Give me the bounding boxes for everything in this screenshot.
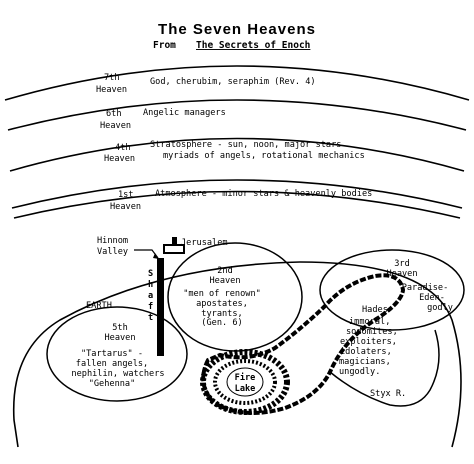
heaven-5-word: Heaven bbox=[104, 333, 135, 343]
hades-line-4: idolaters, bbox=[340, 347, 392, 357]
arc-6th-heaven bbox=[7, 99, 467, 131]
heaven-3-desc-1: Paradise- bbox=[402, 283, 449, 293]
fire-lake-label-1: Fire bbox=[235, 372, 256, 383]
hades-line-3: exploiters, bbox=[340, 337, 397, 347]
hinnom-label-1: Hinnom bbox=[97, 236, 128, 246]
shaft-letter-2: h bbox=[148, 280, 153, 290]
heaven-4-desc-1: Stratosphere - sun, noon, major stars bbox=[150, 140, 341, 150]
jerusalem-label: Jerusalem bbox=[181, 238, 228, 248]
hinnom-arrow-head bbox=[153, 253, 159, 259]
shaft-letter-4: f bbox=[148, 302, 153, 312]
hades-title: Hades bbox=[362, 305, 388, 315]
hades-boundary bbox=[201, 273, 406, 415]
heaven-1-number: 1st bbox=[118, 190, 134, 200]
heaven-4-desc-2: myriads of angels, rotational mechanics bbox=[163, 151, 365, 161]
heaven-7-word: Heaven bbox=[96, 85, 127, 95]
heaven-6-desc: Angelic managers bbox=[143, 108, 226, 118]
jerusalem-building bbox=[163, 244, 185, 254]
hades-line-2: sodomites, bbox=[346, 327, 398, 337]
fire-lake-label-2: Lake bbox=[235, 384, 256, 394]
heaven-1-word: Heaven bbox=[110, 202, 141, 212]
heaven-2-desc-3: tyrants, bbox=[201, 309, 242, 319]
heaven-1-desc: Atmosphere - minor stars & heavenly bodi… bbox=[155, 189, 372, 199]
heaven-7-desc: God, cherubim, seraphim (Rev. 4) bbox=[150, 77, 316, 87]
arc-7th-heaven bbox=[4, 65, 470, 101]
heaven-2-desc-4: (Gen. 6) bbox=[201, 318, 242, 328]
subtitle-source: The Secrets of Enoch bbox=[196, 40, 310, 51]
heaven-4-word: Heaven bbox=[104, 154, 135, 164]
hades-line-1: immoral, bbox=[349, 317, 390, 327]
hades-line-6: ungodly. bbox=[339, 367, 380, 377]
styx-river-label: Styx R. bbox=[370, 389, 406, 399]
subtitle-prefix: From bbox=[153, 40, 176, 51]
arc-1st-heaven-lower bbox=[13, 190, 461, 219]
heaven-2-desc-2: apostates, bbox=[196, 299, 248, 309]
heaven-5-number: 5th bbox=[112, 323, 128, 333]
heaven-7-number: 7th bbox=[104, 73, 120, 83]
earth-label: EARTH bbox=[86, 301, 112, 311]
arc-4th-heaven bbox=[9, 137, 465, 172]
hades-line-5: magicians, bbox=[339, 357, 391, 367]
heaven-3-desc-3: godly bbox=[427, 303, 453, 313]
heaven-5-desc-1: "Tartarus" - bbox=[81, 349, 143, 359]
shaft-bar bbox=[157, 258, 164, 356]
heaven-6-number: 6th bbox=[106, 109, 122, 119]
heaven-5-desc-4: "Gehenna" bbox=[89, 379, 136, 389]
shaft-letter-5: t bbox=[148, 313, 153, 323]
heaven-3-desc-2: Eden- bbox=[419, 293, 445, 303]
arc-1st-heaven-upper bbox=[11, 179, 463, 209]
heaven-5-desc-3: nephilin, watchers bbox=[71, 369, 164, 379]
heaven-5-desc-2: fallen angels, bbox=[76, 359, 148, 369]
heaven-2-desc-1: "men of renown" bbox=[183, 289, 261, 299]
heaven-2-word: Heaven bbox=[209, 276, 240, 286]
heaven-4-number: 4th bbox=[115, 143, 131, 153]
fire-lake-ring-inner bbox=[213, 359, 277, 405]
heaven-6-word: Heaven bbox=[100, 121, 131, 131]
heaven-2-number: 2nd bbox=[217, 266, 233, 276]
third-heaven-ellipse bbox=[319, 249, 465, 331]
heaven-3-number: 3rd bbox=[394, 259, 410, 269]
fire-lake-center bbox=[226, 367, 264, 397]
hades-outer-boundary bbox=[329, 329, 440, 407]
fire-lake-ring-outer bbox=[200, 349, 290, 415]
hinnom-label-2: Valley bbox=[97, 247, 128, 257]
diagram-title: The Seven Heavens bbox=[158, 21, 316, 38]
fifth-heaven-ellipse bbox=[46, 306, 188, 402]
earth-outline bbox=[12, 261, 462, 448]
shaft-letter-3: a bbox=[148, 291, 153, 301]
jerusalem-tower bbox=[172, 237, 177, 245]
heaven-3-word: Heaven bbox=[386, 269, 417, 279]
shaft-letter-1: S bbox=[148, 269, 153, 279]
